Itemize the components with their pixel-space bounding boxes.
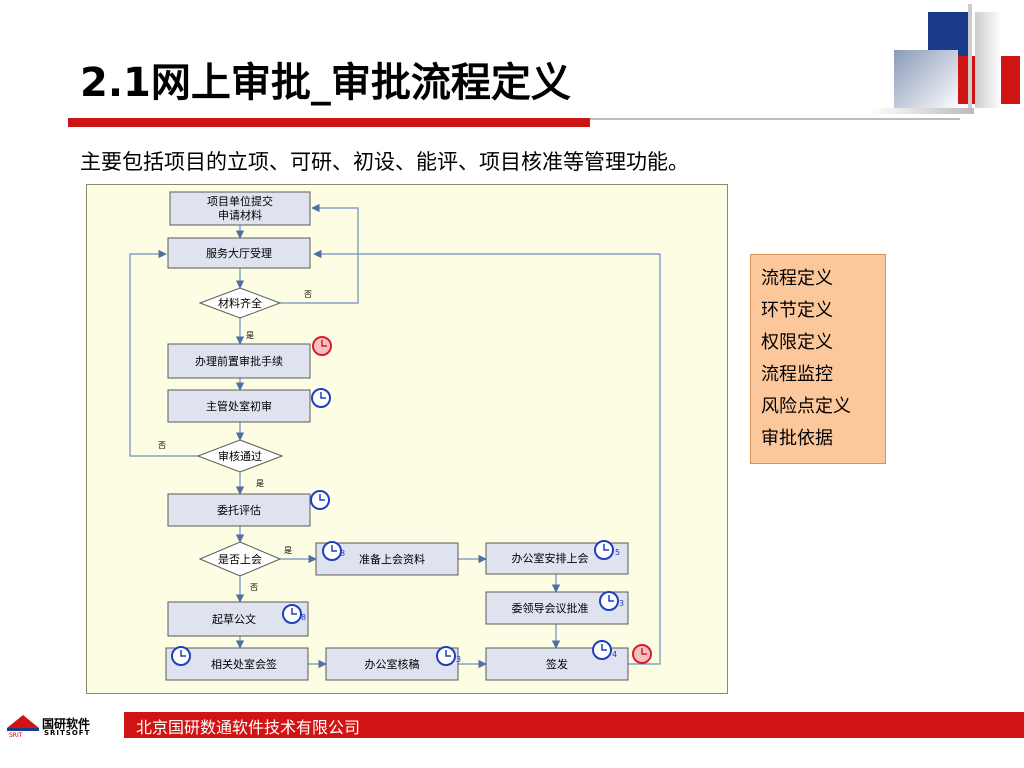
feature-item: 流程监控 <box>761 364 833 385</box>
label-prepare-materials: 准备上会资料 <box>359 552 425 566</box>
logo-text: 国研软件 <box>42 717 91 731</box>
node-service-hall <box>167 237 311 269</box>
clock-blue-icon[interactable] <box>282 604 302 624</box>
feature-item: 权限定义 <box>761 332 833 353</box>
node-materials-complete <box>198 287 282 319</box>
feature-item: 审批依据 <box>761 428 833 449</box>
node-submit <box>169 191 311 226</box>
label-joint-sign: 相关处室会签 <box>211 657 277 671</box>
clock-blue-icon[interactable] <box>310 490 330 510</box>
node-labels: 项目单位提交 申请材料 服务大厅受理 材料齐全 办理前置审批手续 主管处室初审 … <box>195 194 589 671</box>
company-name: 北京国研数通软件技术有限公司 <box>136 718 361 737</box>
clock-blue-icon[interactable] <box>599 591 619 611</box>
feature-item: 风险点定义 <box>761 396 851 417</box>
badge-number: 4 <box>612 650 617 659</box>
logo-mark-text: SRIT <box>9 732 23 739</box>
logo-subtext: SRITSOFT <box>44 729 91 737</box>
label-office-review: 办公室核稿 <box>365 657 420 671</box>
badge-number: 3 <box>456 655 461 664</box>
logo-mark-icon <box>7 715 39 731</box>
company-logo: SRIT 国研软件 SRITSOFT <box>6 714 124 740</box>
label-review-yes: 是 <box>256 479 264 488</box>
page-subtitle: 主要包括项目的立项、可研、初设、能评、项目核准等管理功能。 <box>80 150 689 174</box>
clock-icons <box>171 336 652 666</box>
decision-diamonds <box>196 287 284 577</box>
badge-number: 8 <box>340 549 345 558</box>
label-review-no: 否 <box>158 441 166 450</box>
node-entrust-eval <box>167 493 311 527</box>
label-pre-approval: 办理前置审批手续 <box>195 354 283 368</box>
badge-number: 5 <box>615 548 620 557</box>
edge-materials-no <box>280 203 359 304</box>
clock-blue-icon[interactable] <box>322 541 342 561</box>
edge-review-no <box>129 249 198 457</box>
label-draft-document: 起草公文 <box>212 612 256 626</box>
clock-red-icon[interactable] <box>632 644 652 664</box>
feature-item: 流程定义 <box>761 268 833 289</box>
label-materials-yes: 是 <box>246 331 254 340</box>
feature-item: 环节定义 <box>761 300 833 321</box>
edge-issue-hall <box>313 249 661 665</box>
clock-blue-icon[interactable] <box>436 646 456 666</box>
clock-blue-icon[interactable] <box>592 640 612 660</box>
label-review-passed: 审核通过 <box>218 449 262 463</box>
node-pre-approval <box>167 343 311 379</box>
label-dept-review: 主管处室初审 <box>206 399 272 413</box>
node-meeting-decision <box>198 541 282 577</box>
label-issue: 签发 <box>546 657 568 671</box>
label-service-hall: 服务大厅受理 <box>206 246 272 260</box>
footer-bar <box>124 712 1024 738</box>
clock-blue-icon[interactable] <box>171 646 191 666</box>
badge-numbers: 8 5 3 8 3 4 <box>301 548 624 664</box>
title-underline-red <box>68 118 590 127</box>
node-office-review <box>325 647 459 681</box>
feature-list-panel: 流程定义 环节定义 权限定义 流程监控 风险点定义 审批依据 <box>750 254 886 464</box>
label-meeting-decision: 是否上会 <box>218 553 262 566</box>
label-submit-2: 申请材料 <box>218 208 262 222</box>
node-review-passed <box>196 439 284 473</box>
label-meeting-no: 否 <box>250 583 258 592</box>
badge-number: 3 <box>619 599 624 608</box>
label-meeting-yes: 是 <box>284 546 292 555</box>
clock-blue-icon[interactable] <box>311 388 331 408</box>
branch-labels: 否 是 否 是 是 否 <box>158 290 312 592</box>
clock-blue-icon[interactable] <box>594 540 614 560</box>
label-materials-no: 否 <box>304 290 312 299</box>
label-entrust-eval: 委托评估 <box>217 503 261 517</box>
label-leader-approval: 委领导会议批准 <box>512 601 589 615</box>
node-dept-review <box>167 389 311 423</box>
label-materials-complete: 材料齐全 <box>218 296 262 310</box>
badge-number: 8 <box>301 613 306 622</box>
label-office-schedule: 办公室安排上会 <box>512 551 589 565</box>
label-submit-1: 项目单位提交 <box>207 194 273 208</box>
page-title: 2.1网上审批_审批流程定义 <box>80 60 571 106</box>
clock-red-icon[interactable] <box>312 336 332 356</box>
connectors <box>129 203 661 669</box>
title-underline-gray <box>590 118 960 120</box>
